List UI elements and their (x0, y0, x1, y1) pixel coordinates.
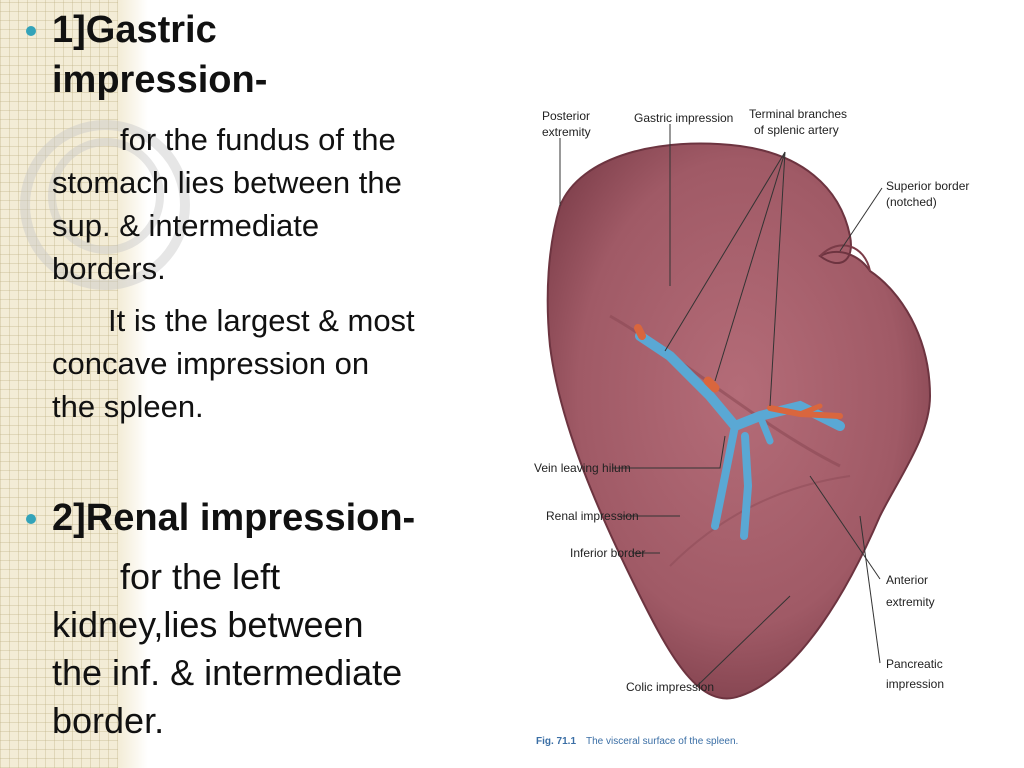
leader-line (695, 595, 791, 688)
leader-line (612, 435, 726, 469)
decorative-ring (20, 120, 190, 290)
gastric-text-line: borders. (52, 251, 166, 286)
gastric-text-line: sup. & intermediate (52, 208, 320, 243)
renal-colic-ridge (669, 475, 851, 567)
gastric-text-line: stomach lies between the (52, 165, 402, 200)
heading-renal: 2]Renal impression- (52, 497, 416, 539)
leader-line (664, 151, 786, 352)
label-terminal-branches-1: Terminal branches (749, 107, 847, 121)
label-pancreatic-impression-1: Pancreatic (886, 657, 943, 671)
renal-text-line: kidney,lies between (52, 604, 364, 645)
superior-border-notch (819, 244, 871, 272)
label-vein-leaving-hilum: Vein leaving hilum (534, 461, 631, 475)
heading-gastric-line1: 1]Gastric (52, 9, 217, 51)
label-anterior-extremity-1: Anterior (886, 573, 928, 587)
bullet-icon (26, 514, 36, 524)
label-posterior-extremity-1: Posterior (542, 109, 590, 123)
leader-line (714, 151, 786, 382)
gastric-text-line: concave impression on (52, 346, 370, 381)
label-pancreatic-impression-2: impression (886, 677, 944, 691)
label-terminal-branches-2: of splenic artery (754, 123, 839, 137)
bullet-icon (26, 26, 36, 36)
leader-line (809, 475, 881, 580)
label-superior-border-2: (notched) (886, 195, 937, 209)
renal-text-line: border. (52, 700, 165, 741)
leader-line (859, 515, 881, 664)
label-renal-impression: Renal impression (546, 509, 639, 523)
splenic-artery (634, 324, 843, 419)
label-posterior-extremity-2: extremity (542, 125, 591, 139)
spleen-diagram: Posterior extremity Gastric impression T… (534, 107, 969, 747)
label-gastric-impression: Gastric impression (634, 111, 733, 125)
figure-caption-text: The visceral surface of the spleen. (586, 736, 738, 747)
label-superior-border-1: Superior border (886, 179, 969, 193)
renal-text-line: for the left (120, 556, 281, 597)
label-colic-impression: Colic impression (626, 680, 714, 694)
slide-text: 1]Gastric impression- for the fundus of … (26, 9, 416, 741)
label-inferior-border: Inferior border (570, 546, 645, 560)
leader-line (839, 187, 883, 252)
label-anterior-extremity-2: extremity (886, 595, 935, 609)
gastric-text-line: the spleen. (52, 389, 204, 424)
decorative-ring-inner (48, 138, 164, 254)
heading-gastric-line2: impression- (52, 59, 268, 101)
renal-text-line: the inf. & intermediate (52, 652, 403, 693)
leader-line (769, 151, 786, 407)
figure-caption-number: Fig. 71.1 (536, 736, 576, 747)
gastric-text-line: It is the largest & most (108, 303, 415, 338)
gastric-text-line: for the fundus of the (120, 122, 396, 157)
splenic-vein (635, 331, 845, 540)
